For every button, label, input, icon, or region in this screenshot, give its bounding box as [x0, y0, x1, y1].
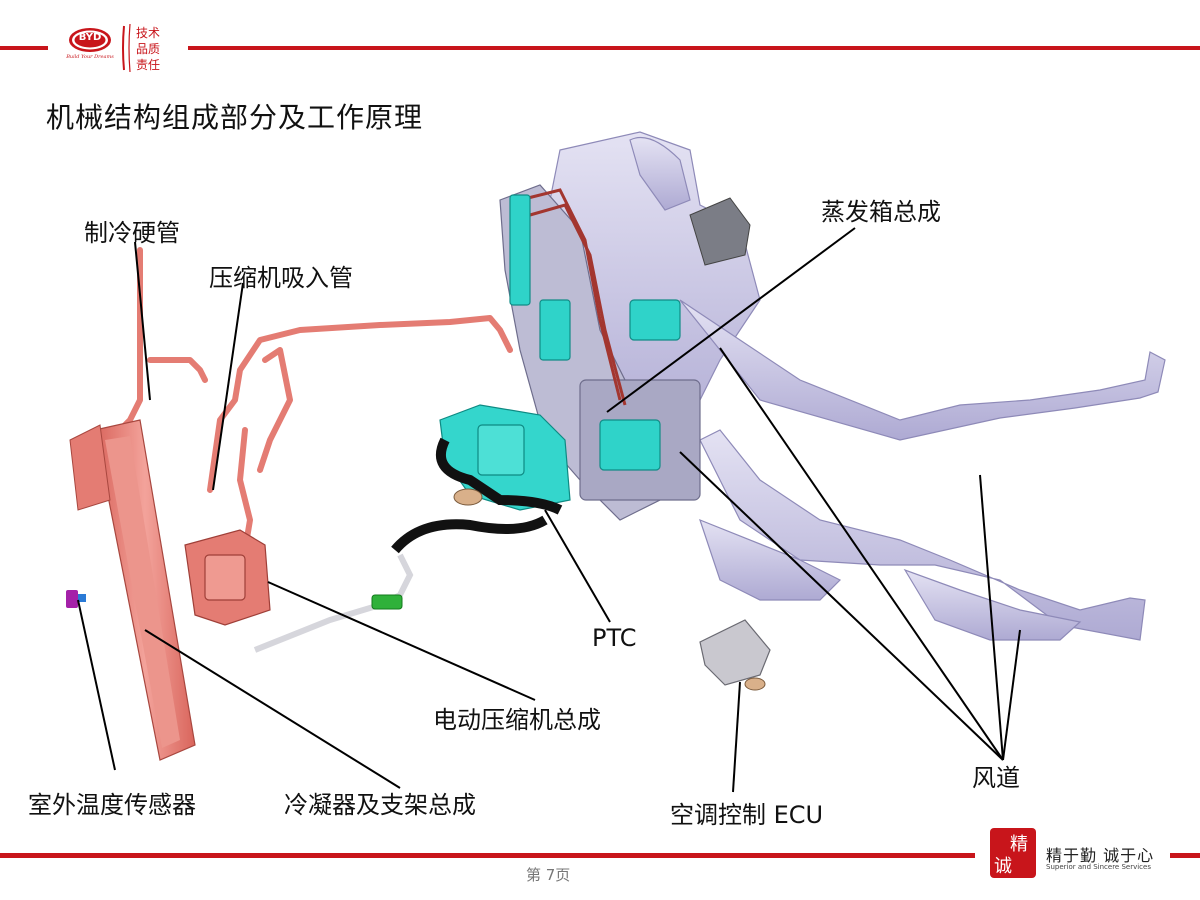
label-ptc: PTC [592, 624, 637, 652]
evaporator-red-tubes [519, 188, 627, 406]
cyan-components [509, 194, 681, 471]
label-ac-ecu: 空调控制 ECU [670, 801, 824, 829]
ac-control-ecu-part [699, 619, 771, 691]
label-refrigerant-pipe: 制冷硬管 [84, 219, 180, 247]
label-electric-compressor: 电动压缩机总成 [433, 706, 601, 734]
footer-motto: 精于勤 诚于心 [1046, 846, 1155, 865]
label-outdoor-temp-sensor: 室外温度传感器 [28, 791, 196, 819]
ecu-box-top [689, 197, 751, 266]
footer-seal-char-1: 精 [1010, 834, 1028, 855]
ptc-hose [436, 437, 563, 515]
electric-compressor-body [184, 529, 271, 626]
label-compressor-suction-pipe: 压缩机吸入管 [209, 264, 353, 292]
refrigerant-pipes [117, 247, 513, 583]
footer-rule-left [0, 853, 975, 858]
brand-text: BYD [78, 32, 102, 43]
seal-line-1: 技术 [136, 26, 161, 40]
seal-line-3: 责任 [136, 58, 161, 72]
green-connector [371, 594, 403, 610]
label-air-duct: 风道 [972, 764, 1020, 792]
condenser-assembly [69, 419, 196, 761]
outdoor-temp-sensor-part [66, 590, 86, 608]
label-condenser-bracket: 冷凝器及支架总成 [284, 791, 476, 819]
footer-motto-sub: Superior and Sincere Services [1046, 863, 1151, 871]
footer-seal-char-2: 诚 [994, 856, 1012, 877]
footer-seal: 精 诚 [990, 828, 1036, 878]
hose-clamp [453, 488, 483, 506]
page-number: 第 7页 [526, 866, 571, 884]
byd-logo: BYD Build Your Dreams [64, 24, 116, 72]
label-evaporator-assembly: 蒸发箱总成 [821, 198, 941, 226]
heater-hose [391, 515, 548, 554]
header-rule-right [188, 46, 1200, 50]
brand-subtext: Build Your Dreams [66, 54, 114, 60]
seal-line-2: 品质 [136, 42, 161, 56]
footer-rule-right [1170, 853, 1200, 858]
page-title: 机械结构组成部分及工作原理 [46, 101, 424, 134]
leader-lines [77, 227, 1021, 793]
header-seal: 技术 品质 责任 [120, 22, 170, 74]
header-rule-left [0, 46, 48, 50]
